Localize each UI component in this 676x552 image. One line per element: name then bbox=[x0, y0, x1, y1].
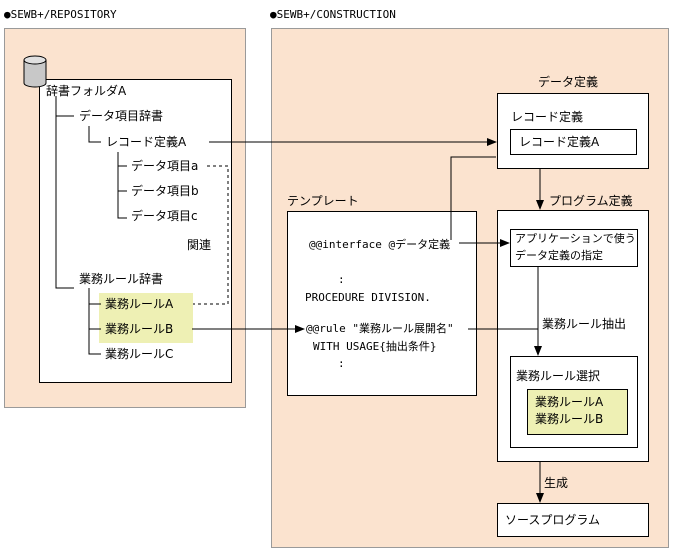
program-definition-title: プログラム定義 bbox=[549, 194, 633, 208]
selected-rule-a-label: 業務ルールA bbox=[535, 395, 604, 409]
selected-rules-box bbox=[527, 389, 628, 435]
rule-selection-title: 業務ルール選択 bbox=[516, 369, 601, 383]
data-item-c-label: データ項目c bbox=[131, 209, 198, 223]
source-program-label: ソースプログラム bbox=[505, 513, 601, 527]
relation-label: 関連 bbox=[187, 238, 212, 252]
data-definition-title: データ定義 bbox=[538, 75, 599, 89]
data-spec-line-1: アプリケーションで使う bbox=[515, 232, 636, 245]
template-line-rule: @@rule "業務ルール展開名" bbox=[306, 322, 454, 336]
template-title: テンプレート bbox=[287, 194, 359, 208]
dictionary-folder-label: 辞書フォルダA bbox=[46, 84, 127, 98]
record-definition-label: レコード定義 bbox=[511, 110, 584, 124]
business-rule-b-label: 業務ルールB bbox=[105, 322, 174, 336]
data-spec-box bbox=[510, 229, 638, 267]
template-line-interface: @@interface @データ定義 bbox=[309, 238, 451, 251]
data-item-dictionary-label: データ項目辞書 bbox=[79, 109, 164, 123]
generate-label: 生成 bbox=[544, 476, 569, 490]
business-rule-a-label: 業務ルールA bbox=[105, 297, 174, 311]
record-definition-a-item: レコード定義A bbox=[519, 135, 600, 149]
selected-rules-highlight bbox=[99, 293, 193, 343]
data-item-a-label: データ項目a bbox=[131, 159, 199, 173]
template-line-ellipsis-1: : bbox=[338, 273, 345, 286]
repository-panel-title: ●SEWB+/REPOSITORY bbox=[4, 8, 117, 21]
data-item-b-label: データ項目b bbox=[131, 184, 199, 198]
data-spec-line-2: データ定義の指定 bbox=[515, 249, 603, 262]
record-definition-a-box bbox=[510, 129, 637, 155]
source-program-box bbox=[497, 503, 649, 537]
template-line-procedure: PROCEDURE DIVISION. bbox=[305, 291, 431, 304]
template-box bbox=[287, 211, 477, 396]
database-icon bbox=[23, 55, 47, 92]
business-rule-dictionary-label: 業務ルール辞書 bbox=[79, 272, 164, 286]
template-line-ellipsis-2: : bbox=[338, 357, 345, 370]
selected-rule-b-label: 業務ルールB bbox=[535, 412, 604, 426]
business-rule-c-label: 業務ルールC bbox=[105, 347, 174, 361]
rule-extract-label: 業務ルール抽出 bbox=[542, 317, 627, 331]
construction-panel-title: ●SEWB+/CONSTRUCTION bbox=[270, 8, 396, 21]
template-line-with-usage: WITH USAGE{抽出条件} bbox=[313, 340, 437, 353]
record-definition-a-label: レコード定義A bbox=[106, 135, 187, 149]
